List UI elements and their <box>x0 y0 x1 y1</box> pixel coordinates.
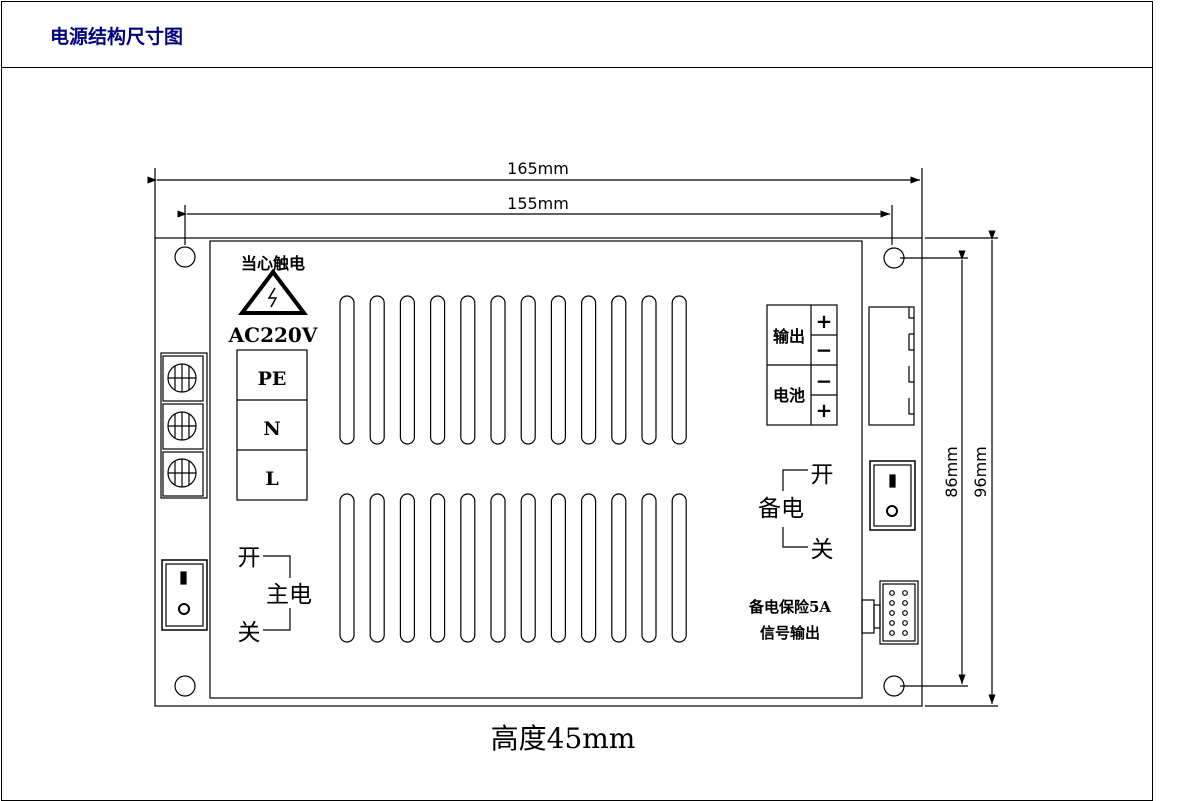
signal-pin <box>889 590 895 596</box>
vent-slot <box>520 295 536 445</box>
screw-icon <box>167 363 197 393</box>
output-label: 输出 <box>773 327 805 346</box>
vent-slot <box>611 295 627 445</box>
signal-pin <box>889 630 895 636</box>
title-row: 电源结构尺寸图 <box>2 2 1152 68</box>
vent-slots <box>339 295 687 643</box>
dim-width-inner: 155mm <box>507 194 569 213</box>
main-on-label: 开 <box>238 545 261 571</box>
signal-pin <box>889 620 895 626</box>
terminal-l: L <box>265 468 278 490</box>
screw-icon <box>167 458 197 488</box>
cover-plate <box>209 240 863 699</box>
height-note: 高度45mm <box>491 722 636 755</box>
vent-slot <box>490 295 506 445</box>
dim-height-inner: 86mm <box>942 446 961 498</box>
output-plus: + <box>816 309 833 333</box>
vent-slot <box>550 295 567 445</box>
power-supply-drawing: 165mm 155mm 86mm 96mm 当心触电 AC220V PE N L… <box>147 159 998 755</box>
signal-pin <box>889 610 895 616</box>
backup-off-label: 关 <box>811 537 834 563</box>
fuse-label: 备电保险5A <box>748 598 831 616</box>
vent-slot <box>611 493 627 643</box>
battery-label: 电池 <box>773 386 805 405</box>
output-minus: − <box>816 338 833 362</box>
main-power-label: 主电 <box>266 582 312 608</box>
vent-slot <box>671 493 687 643</box>
ac-terminal-label-box <box>236 349 308 501</box>
signal-pin <box>902 610 908 616</box>
page-title: 电源结构尺寸图 <box>50 26 184 48</box>
vent-slot <box>641 493 657 643</box>
vent-slot <box>520 493 536 643</box>
backup-power-switch[interactable] <box>869 460 916 531</box>
vent-slot <box>399 295 415 445</box>
vent-slot <box>460 295 476 445</box>
signal-pin <box>902 600 908 606</box>
main-power-switch[interactable] <box>161 559 208 631</box>
screw-icon <box>167 411 197 441</box>
backup-on-label: 开 <box>811 462 834 488</box>
warning-label: 当心触电 <box>241 254 305 273</box>
vent-slot <box>430 493 446 643</box>
vent-slot <box>399 493 415 643</box>
terminal-pe: PE <box>258 368 287 390</box>
vent-slot <box>460 493 476 643</box>
dim-height-outer: 96mm <box>971 446 990 498</box>
main-off-label: 关 <box>238 620 261 646</box>
battery-plus: + <box>816 398 833 422</box>
signal-pin <box>902 620 908 626</box>
dc-connector <box>868 306 915 426</box>
board-outline <box>154 237 923 707</box>
battery-minus: − <box>816 369 833 393</box>
signal-pin <box>902 630 908 636</box>
vent-slot <box>580 493 597 643</box>
vent-slot <box>369 295 385 445</box>
signal-output-label: 信号输出 <box>760 624 820 642</box>
signal-connector <box>861 580 919 645</box>
vent-slot <box>369 493 385 643</box>
high-voltage-warning-icon <box>237 268 309 315</box>
terminal-n: N <box>263 418 280 440</box>
vent-slot <box>671 295 687 445</box>
vent-slot <box>339 493 355 643</box>
terminal-block <box>160 352 208 499</box>
signal-pin <box>902 590 908 596</box>
mounting-holes <box>174 246 905 697</box>
vent-slot <box>339 295 355 445</box>
vent-slot <box>490 493 506 643</box>
vent-slot <box>550 493 567 643</box>
lightning-icon <box>267 287 278 308</box>
vent-slot <box>430 295 446 445</box>
vent-slot <box>580 295 597 445</box>
backup-power-label: 备电 <box>758 496 804 522</box>
ac-label: AC220V <box>228 323 318 347</box>
dimension-lines <box>147 168 998 707</box>
vent-slot <box>641 295 657 445</box>
signal-pin <box>889 600 895 606</box>
dim-width-outer: 165mm <box>507 159 569 178</box>
